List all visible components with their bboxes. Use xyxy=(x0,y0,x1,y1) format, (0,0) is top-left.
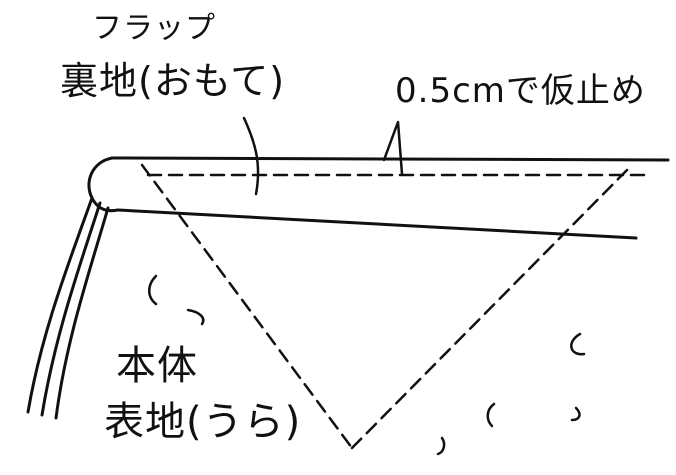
flap-top-edge xyxy=(110,156,670,162)
mark-3 xyxy=(570,332,586,356)
body-outer-label: 表地(うら) xyxy=(104,399,302,445)
mark-2 xyxy=(186,308,205,326)
body-top-edge xyxy=(116,208,638,240)
mark-1 xyxy=(148,274,158,306)
mark-5 xyxy=(570,406,581,422)
strap-line-3 xyxy=(54,206,110,420)
body-label: 本体 xyxy=(116,343,198,389)
strap-line-1 xyxy=(26,196,94,414)
flap-lining-label: 裏地(おもて) xyxy=(60,59,286,103)
fold-curl xyxy=(87,156,120,213)
strap-line-2 xyxy=(40,201,102,417)
mark-4 xyxy=(486,402,496,428)
seam-allowance-marker xyxy=(382,120,404,176)
flap-dashed-left xyxy=(140,163,354,450)
basting-note-label: 0.5cmで仮止め xyxy=(395,71,646,111)
mark-6 xyxy=(436,436,446,456)
flap-label: フラップ xyxy=(92,11,216,46)
lining-leader-line xyxy=(242,116,260,196)
flap-dashed-right xyxy=(350,163,634,450)
